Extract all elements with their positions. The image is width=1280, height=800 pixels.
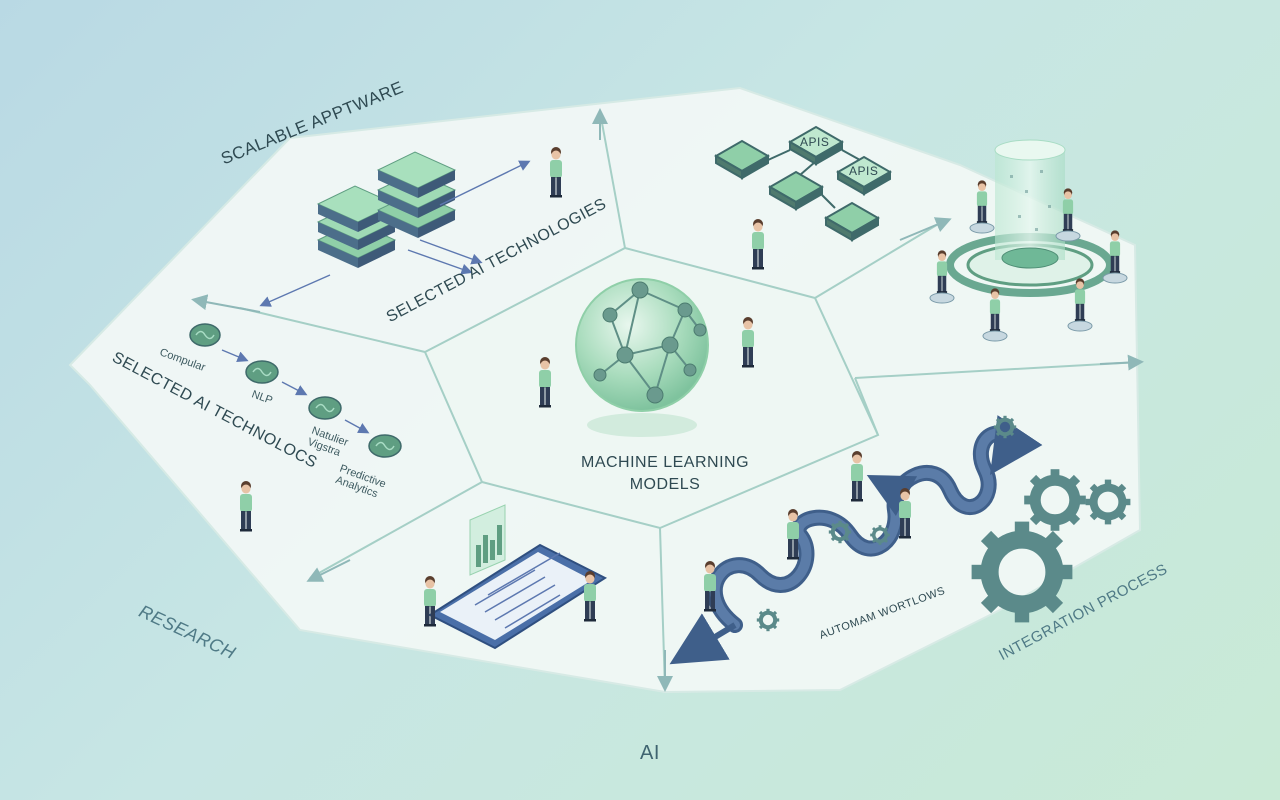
network-sphere-icon bbox=[575, 278, 709, 437]
tablet-checklist-icon bbox=[427, 504, 608, 650]
server-stack-icon bbox=[316, 151, 457, 268]
brain-icon bbox=[189, 323, 402, 458]
team-at-table bbox=[929, 180, 1128, 342]
workflow-pipe bbox=[669, 415, 1043, 665]
label-apis-2: APIS bbox=[849, 164, 879, 178]
server-link-arrows bbox=[259, 160, 531, 307]
flow-arrows bbox=[191, 108, 1144, 692]
hexagon-links bbox=[767, 149, 861, 209]
label-apis-1: APIS bbox=[800, 135, 830, 149]
hexagon-node-icon bbox=[713, 125, 893, 242]
data-cylinder-icon bbox=[946, 139, 1114, 297]
label-machine-learning-models: MACHINE LEARNING MODELS bbox=[580, 454, 750, 493]
label-ai: AI bbox=[640, 742, 660, 764]
tech-flow-arrows bbox=[221, 349, 370, 434]
